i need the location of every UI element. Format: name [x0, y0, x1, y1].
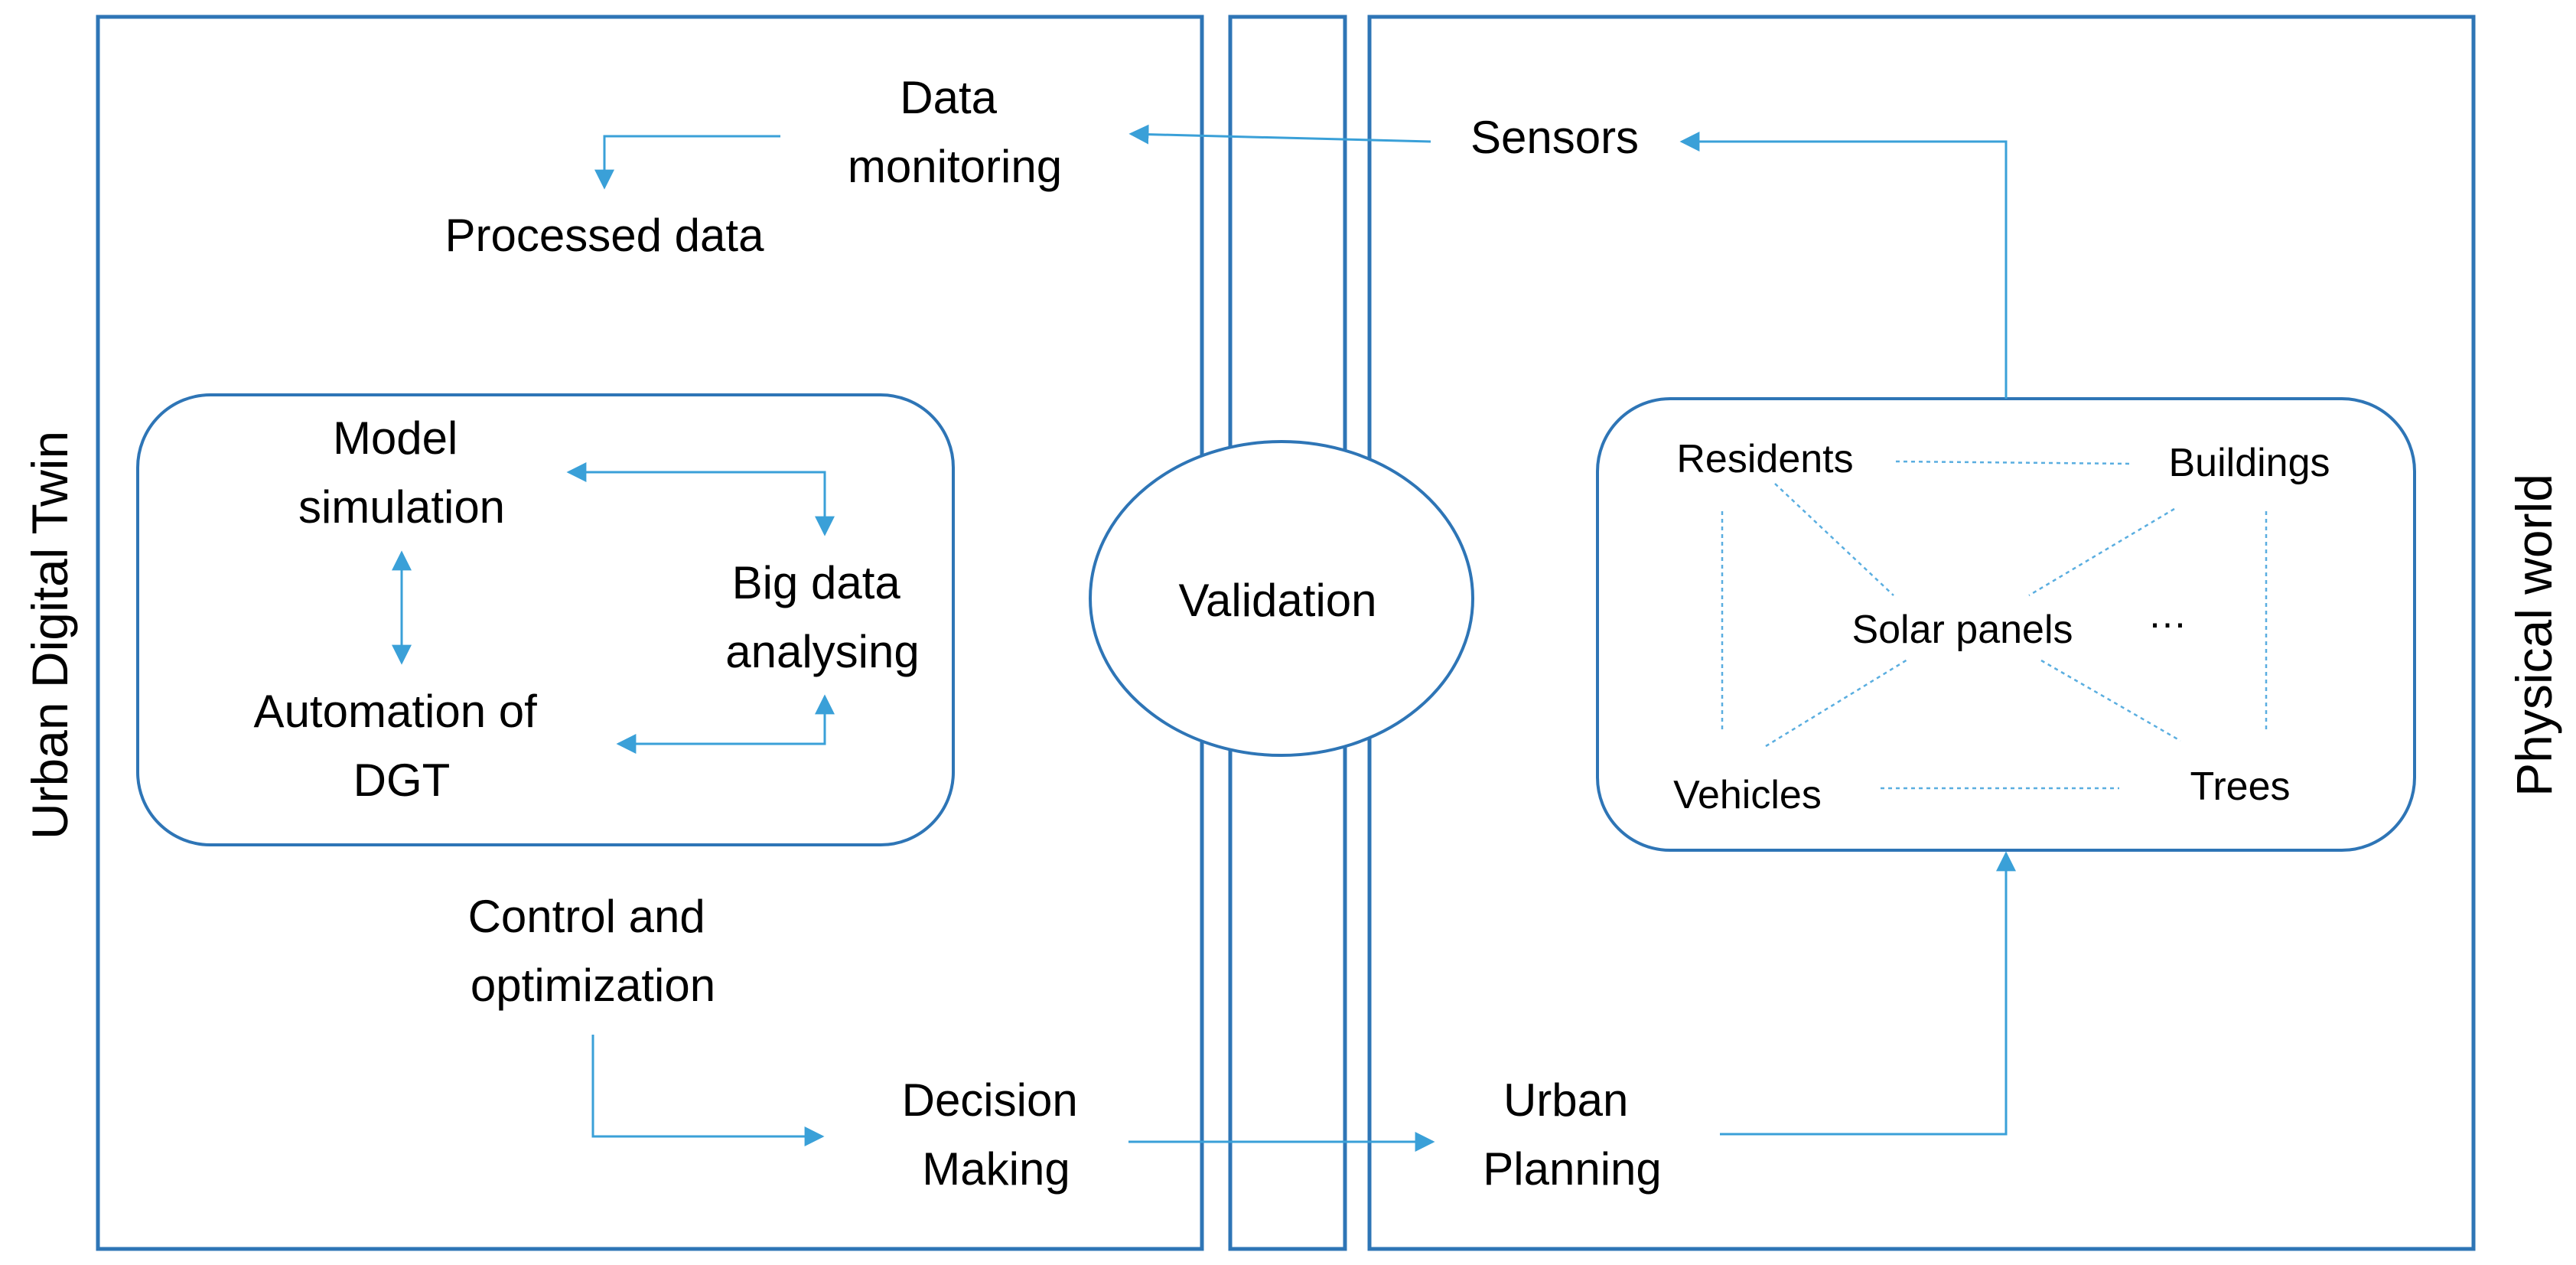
data-monitoring-line-1: Data: [900, 72, 997, 123]
arrow-monitoring-to-processed: [594, 135, 780, 190]
big-data-line-1: Big data: [732, 557, 901, 608]
flow-arrows: [392, 124, 2016, 1152]
control-line-2: optimization: [471, 960, 715, 1011]
decision-making-line-2: Making: [922, 1143, 1070, 1195]
model-simulation-line-2: simulation: [298, 481, 505, 533]
model-simulation-line-1: Model: [333, 412, 458, 464]
decision-making-label: Decision Making: [902, 1074, 1091, 1195]
data-monitoring-label: Data monitoring: [848, 72, 1062, 192]
arrow-sensors-to-monitoring: [1128, 124, 1431, 145]
sensors-label: Sensors: [1470, 112, 1639, 163]
automation-label: Automation of DGT: [254, 686, 550, 806]
arrow-bigdata-to-automation: [616, 694, 835, 754]
processed-data-label: Processed data: [445, 210, 765, 261]
buildings-node: Buildings: [2168, 441, 2330, 485]
analysis-box: [136, 393, 955, 846]
automation-line-2: DGT: [353, 755, 451, 806]
residents-node: Residents: [1676, 437, 1853, 481]
vehicles-node: Vehicles: [1673, 773, 1822, 817]
arrow-planning-to-entities: [1720, 851, 2016, 1136]
model-simulation-label: Model simulation: [298, 412, 505, 533]
control-line-1: Control and: [468, 891, 705, 942]
decision-making-line-1: Decision: [902, 1074, 1078, 1126]
big-data-line-2: analysing: [725, 626, 920, 677]
entity-links: [1721, 460, 2268, 790]
urban-planning-line-2: Planning: [1483, 1143, 1662, 1195]
physical-world-label: Physical world: [2506, 474, 2562, 797]
urban-planning-label: Urban Planning: [1483, 1074, 1662, 1195]
solar-panels-node: Solar panels: [1851, 608, 2073, 652]
validation-ellipse: [1089, 440, 1474, 757]
automation-line-1: Automation of: [254, 686, 538, 737]
urban-planning-line-1: Urban: [1503, 1074, 1628, 1126]
ellipsis-node: …: [2148, 592, 2187, 637]
big-data-label: Big data analysing: [725, 557, 920, 677]
data-monitoring-line-2: monitoring: [848, 141, 1062, 192]
arrow-control-to-decision: [591, 1035, 825, 1146]
control-label: Control and optimization: [468, 891, 718, 1011]
trees-node: Trees: [2190, 765, 2291, 809]
validation-label: Validation: [1178, 575, 1376, 626]
arrow-model-to-bigdata: [566, 462, 835, 536]
arrow-entities-to-sensors: [1679, 132, 2008, 399]
urban-digital-twin-label: Urban Digital Twin: [21, 431, 78, 840]
